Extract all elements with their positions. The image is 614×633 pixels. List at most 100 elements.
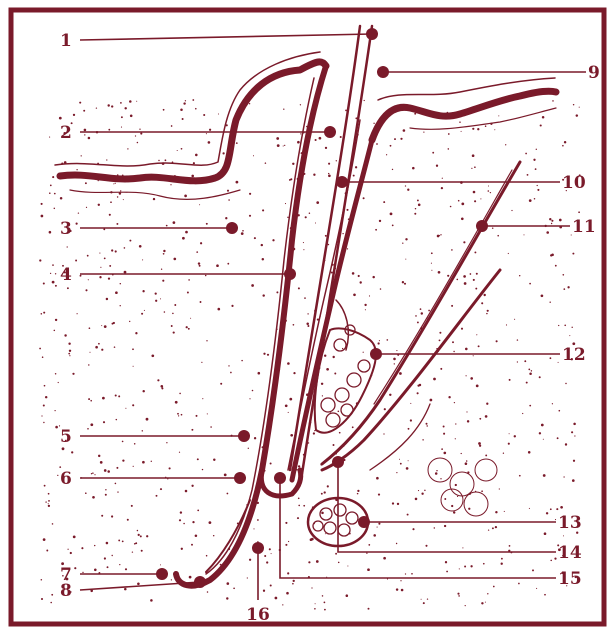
speck <box>532 569 534 571</box>
speck <box>307 325 309 327</box>
speck <box>399 372 402 375</box>
speck <box>440 234 441 235</box>
speck <box>560 506 563 509</box>
speck <box>555 265 557 267</box>
speck <box>353 175 355 177</box>
speck <box>552 100 554 102</box>
speck <box>333 444 335 446</box>
speck <box>88 398 90 400</box>
speck <box>216 264 219 267</box>
speck <box>185 231 188 234</box>
speck <box>142 259 143 260</box>
speck <box>303 242 304 243</box>
speck <box>549 218 551 220</box>
marker-4 <box>284 268 296 280</box>
speck <box>474 200 476 202</box>
speck <box>276 291 278 293</box>
speck <box>423 132 424 133</box>
speck <box>457 593 459 595</box>
speck <box>443 452 446 455</box>
speck <box>509 433 510 434</box>
speck <box>465 375 466 376</box>
speck <box>486 313 487 314</box>
speck <box>270 462 272 464</box>
speck <box>206 133 207 134</box>
speck <box>315 222 316 223</box>
speck <box>177 413 179 415</box>
speck <box>171 579 172 580</box>
marker-15 <box>274 472 286 484</box>
speck <box>49 192 51 194</box>
speck <box>191 485 193 487</box>
speck <box>539 376 541 378</box>
speck <box>537 185 538 186</box>
speck <box>315 603 316 604</box>
speck <box>196 415 198 417</box>
speck <box>485 602 486 603</box>
speck <box>248 448 249 449</box>
speck <box>285 544 287 546</box>
speck <box>529 283 531 285</box>
speck <box>363 352 364 353</box>
speck <box>95 346 98 349</box>
speck <box>346 594 349 597</box>
speck <box>563 288 565 290</box>
speck <box>55 426 58 429</box>
speck <box>410 403 411 404</box>
speck <box>316 201 319 204</box>
speck <box>73 536 76 539</box>
speck <box>509 545 511 547</box>
speck <box>165 159 167 161</box>
speck <box>573 460 575 462</box>
speck <box>52 264 54 266</box>
speck <box>39 259 41 261</box>
speck <box>324 602 326 604</box>
speck <box>191 175 194 178</box>
speck <box>141 550 143 552</box>
speck <box>174 304 176 306</box>
speck <box>472 154 475 157</box>
speck <box>518 583 520 585</box>
speck <box>461 217 464 220</box>
speck <box>87 255 89 257</box>
speck <box>426 423 428 425</box>
speck <box>474 166 476 168</box>
speck <box>436 165 438 167</box>
speck <box>100 267 101 268</box>
speck <box>417 199 419 201</box>
figure-frame <box>11 10 604 624</box>
speck <box>116 419 117 420</box>
speck <box>284 145 285 146</box>
speck <box>321 512 324 515</box>
speck <box>328 163 330 165</box>
speck <box>353 293 356 296</box>
speck <box>573 423 576 426</box>
speck <box>73 114 75 116</box>
speck <box>69 350 71 352</box>
speck <box>173 221 176 224</box>
speck <box>540 124 542 126</box>
marker-10 <box>336 176 348 188</box>
leader-line-1 <box>80 34 372 40</box>
speck <box>139 129 140 130</box>
speck <box>160 564 161 565</box>
speck <box>98 455 100 457</box>
speck <box>205 275 207 277</box>
speck <box>41 215 44 218</box>
speck <box>227 493 229 495</box>
speck <box>473 279 475 281</box>
speck <box>418 204 421 207</box>
speck <box>457 496 458 497</box>
speck <box>451 505 453 507</box>
speck <box>266 561 268 563</box>
speck <box>331 272 333 274</box>
speck <box>262 294 264 296</box>
speck <box>544 532 547 535</box>
speck <box>94 474 95 475</box>
speck <box>558 362 559 363</box>
speck <box>270 584 272 586</box>
speck <box>173 258 176 261</box>
speck <box>558 325 559 326</box>
speck <box>576 114 578 116</box>
speck <box>111 105 113 107</box>
